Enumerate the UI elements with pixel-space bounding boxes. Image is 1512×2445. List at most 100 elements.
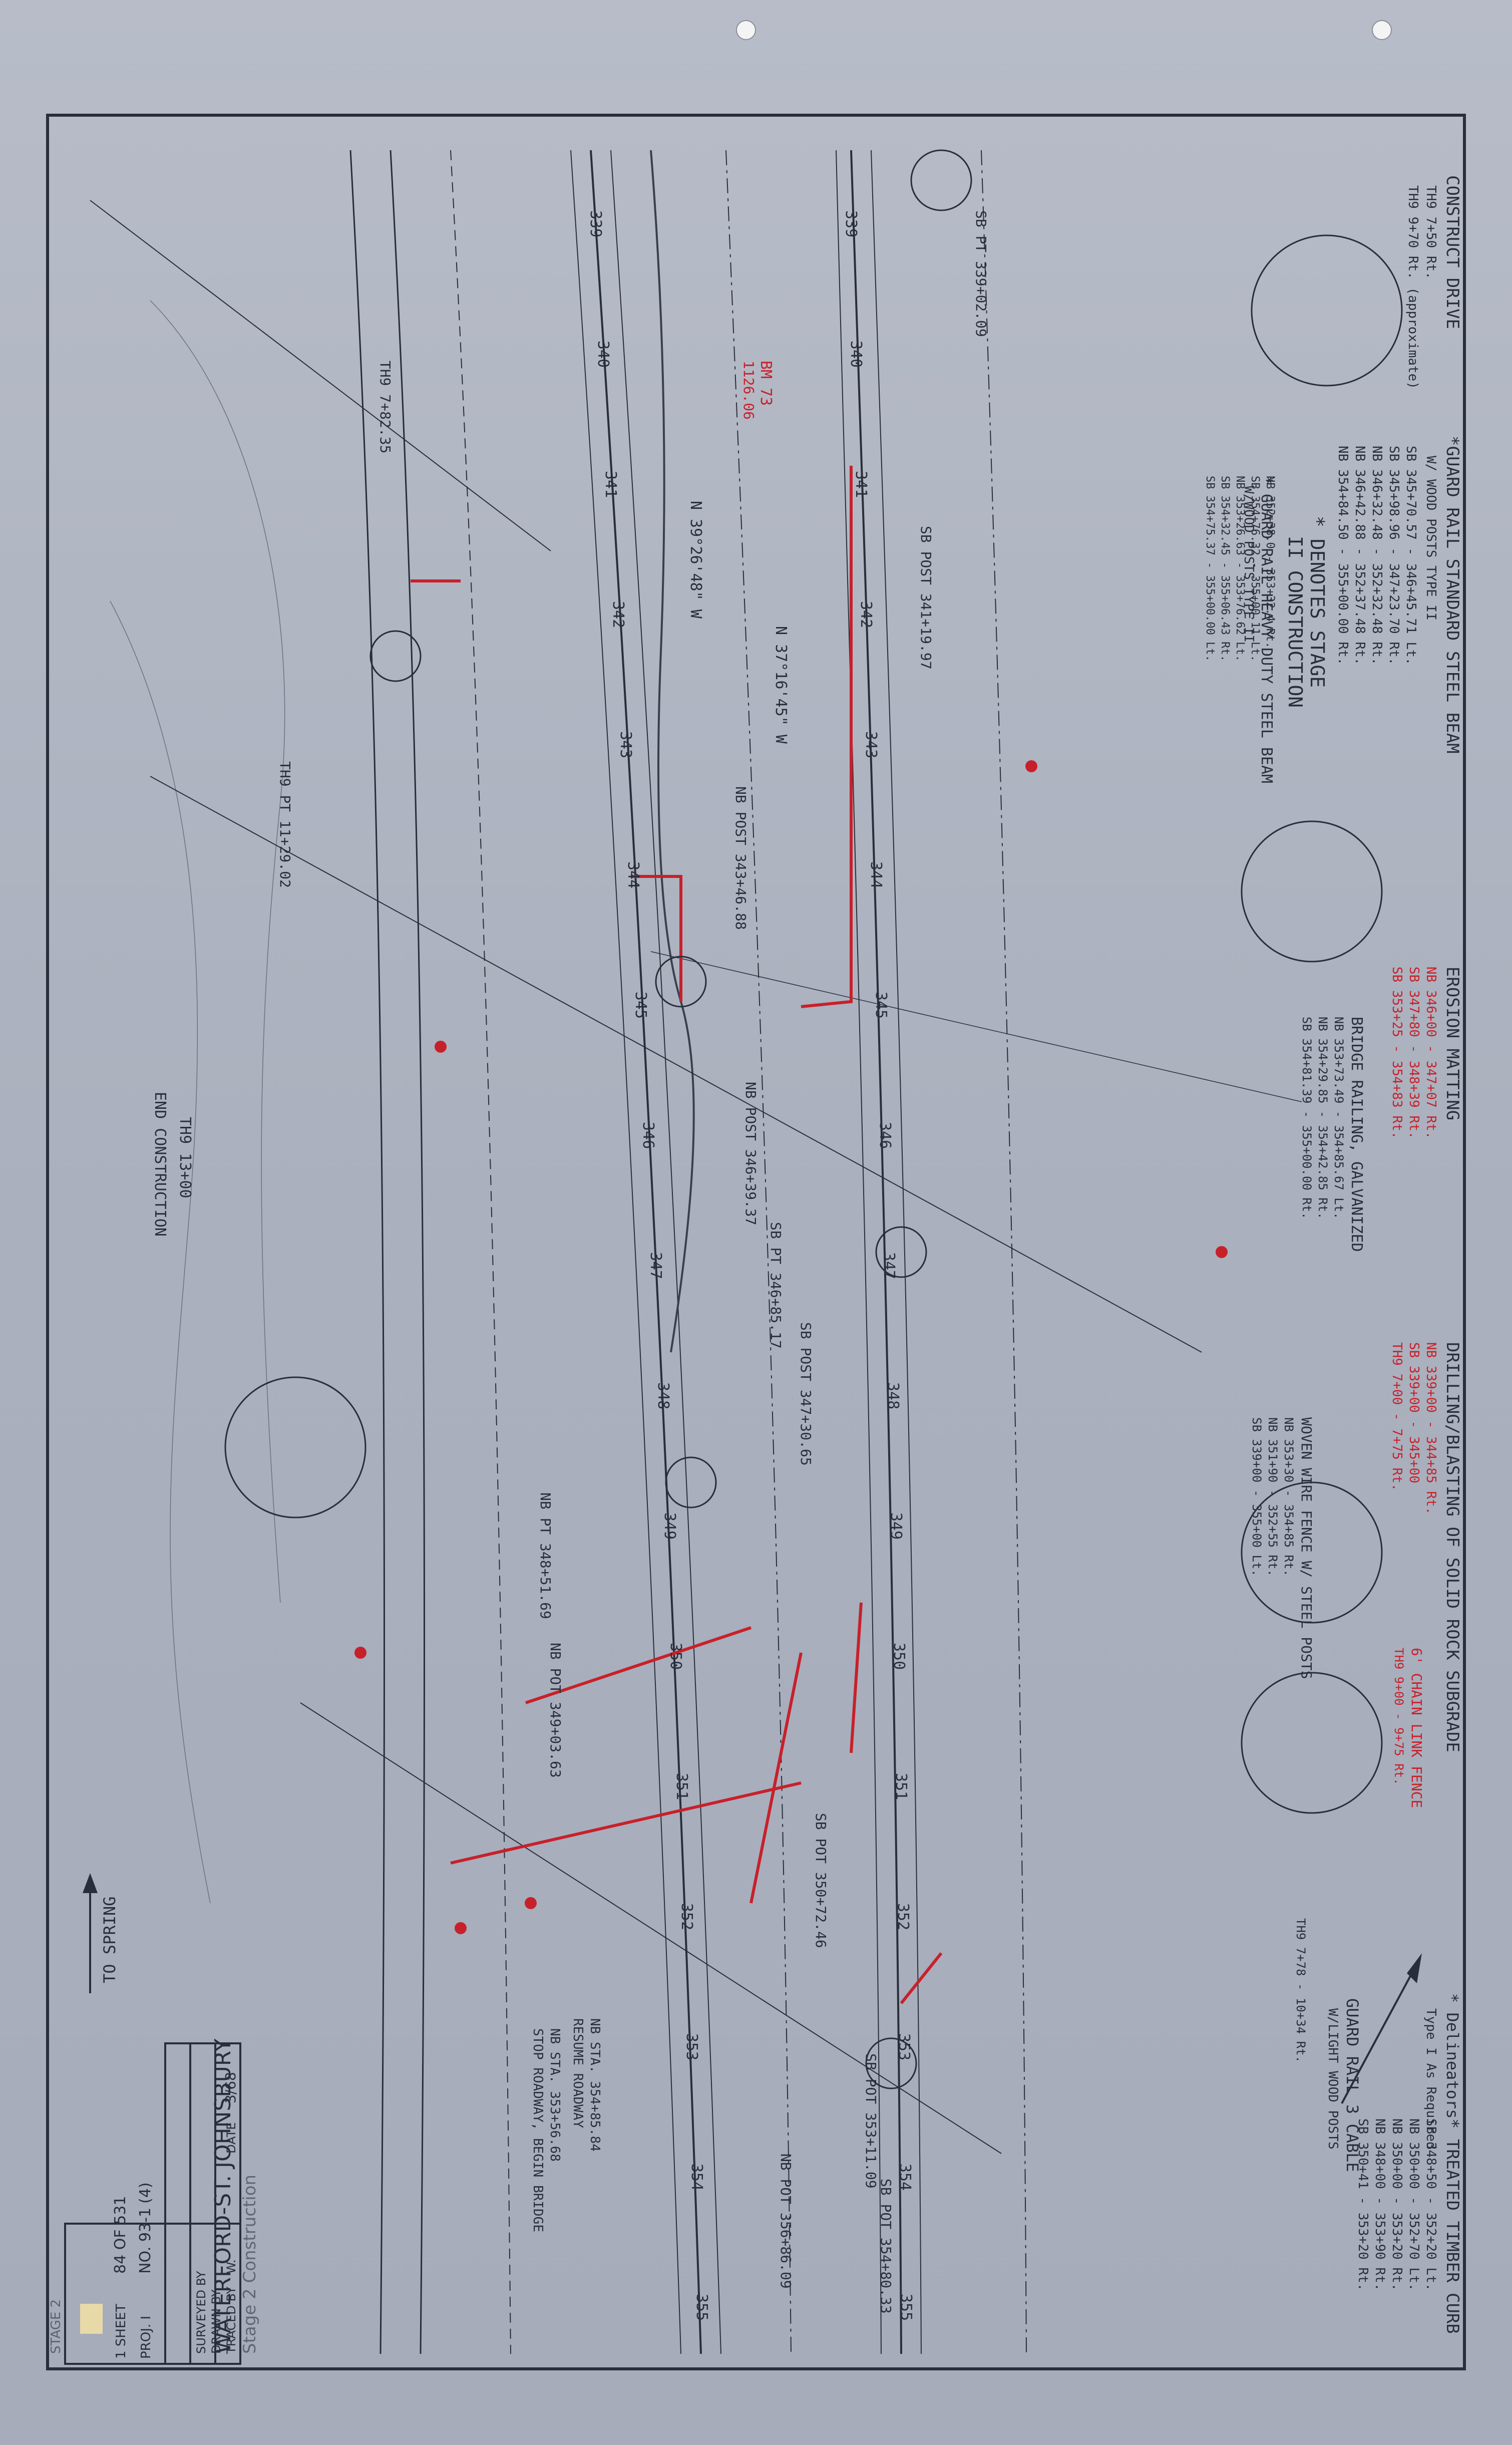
th9-label-4: END CONSTRUCTION (151, 1092, 169, 1237)
bearing-2: N 37°16'45" W (772, 626, 790, 744)
drilling-heading: DRILLING/BLASTING OF SOLID ROCK SUBGRADE (1442, 1342, 1462, 1752)
gr-heavy-line-3: NB 353+26.63 - 353+76.62 Lt. (1234, 476, 1246, 662)
pt-label-2: SB POST 341+19.97 (918, 526, 934, 670)
sb-sta-340: 340 (847, 341, 865, 368)
row-line-2 (725, 150, 792, 2354)
red-limit-4 (450, 1781, 802, 1865)
erosion-heading: EROSION MATTING (1442, 967, 1462, 1120)
drilling-line-3: TH9 7+00 - 7+75 Rt. (1389, 1342, 1404, 1491)
sb-sta-347: 347 (880, 1252, 898, 1279)
red-dot-6 (1025, 760, 1037, 772)
pt-label-11: NB POT 356+86.09 (778, 2154, 794, 2289)
woven-wire-heading: WOVEN WIRE FENCE W/ STEEL POSTS (1298, 1417, 1315, 1679)
gr-std-line-4: NB 346+42.88 - 352+37.48 Rt. (1352, 446, 1367, 665)
pt-label-12: SB POT 354+80.33 (878, 2179, 894, 2314)
gr-heavy-line-4: SB 354+32.45 - 355+06.43 Rt. (1219, 476, 1231, 662)
date-value: 3/68 (222, 2072, 239, 2103)
drilling-line-1: NB 339+00 - 344+85 Rt. (1423, 1342, 1438, 1514)
timber-curb-line-5: SB 350+41 - 353+20 Rt. (1355, 2118, 1370, 2291)
red-dot-5 (1216, 1246, 1228, 1258)
diagonal-3 (300, 1702, 1002, 2154)
stage-note-2: II CONSTRUCTION (1284, 536, 1306, 708)
diagonal-4 (650, 951, 1302, 1102)
bridge-railing-heading: BRIDGE RAILING, GALVANIZED (1348, 1017, 1365, 1252)
sb-sta-344: 344 (867, 861, 885, 888)
sb-sta-350: 350 (890, 1643, 908, 1670)
nb-sta-346: 346 (639, 1122, 657, 1149)
punch-hole-middle (1372, 20, 1392, 40)
sb-sta-351: 351 (892, 1773, 910, 1800)
pi-circle-3 (875, 1226, 927, 1278)
sb-sta-354: 354 (896, 2164, 914, 2191)
title-block (64, 2042, 241, 2365)
nb-sta-351: 351 (673, 1773, 690, 1800)
erosion-line-3: SB 353+25 - 354+83 Rt. (1389, 967, 1404, 1139)
traced-value: W. (224, 2259, 238, 2274)
nb-sta-342: 342 (609, 601, 627, 628)
nb-sta-350: 350 (667, 1643, 684, 1670)
bridge-railing-line-1: NB 353+73.49 - 354+85.67 Lt. (1332, 1017, 1346, 1219)
delineators-heading: * Delineators (1443, 1993, 1462, 2118)
sb-centerline (850, 150, 902, 2354)
nb-station-note-2: NB STA. 354+85.84 (587, 2018, 602, 2152)
woven-wire-line-2: NB 351+90 - 352+55 Rt. (1266, 1417, 1280, 1577)
pi-circle-2 (655, 956, 707, 1008)
sb-sta-349: 349 (887, 1512, 905, 1540)
stage-label: STAGE 2 (49, 2299, 64, 2354)
diagonal-1 (90, 200, 551, 551)
stop-roadway: STOP ROADWAY, BEGIN BRIDGE (530, 2028, 545, 2232)
gr-cable-line-1: TH9 7+78 - 10+34 Rt. (1294, 1918, 1308, 2063)
nb-sta-341: 341 (602, 471, 619, 498)
proj-box (64, 2223, 166, 2365)
pt-label-3: NB POST 343+46.88 (732, 786, 749, 930)
timber-curb-line-1: SB 348+50 - 352+20 Lt. (1423, 2118, 1438, 2291)
nb-sta-347: 347 (647, 1252, 664, 1279)
chain-link-heading: 6' CHAIN LINK FENCE (1408, 1648, 1425, 1808)
existing-road (450, 150, 511, 2354)
pt-label-6: SB POST 347+30.65 (798, 1322, 814, 1466)
nb-sta-354: 354 (688, 2164, 705, 2191)
bm-elev: 1126.06 (740, 361, 757, 420)
timber-curb-line-2: NB 350+00 - 352+70 Lt. (1406, 2118, 1421, 2291)
red-limit-2 (631, 875, 682, 1002)
proj-no-label: PROJ. I (139, 2316, 154, 2359)
pt-label-10: SB POT 353+11.09 (863, 2053, 879, 2189)
surveyed-by: SURVEYED BY (194, 2271, 208, 2354)
proj-suffix: (4) (137, 2183, 154, 2204)
th9-label-1: TH9 7+82.35 (377, 361, 394, 453)
gr-std-line-2: SB 345+98.96 - 347+23.70 Rt. (1386, 446, 1401, 665)
th9-road-2 (390, 150, 425, 2354)
nb-sta-345: 345 (632, 992, 649, 1019)
alignment-lines (90, 150, 1302, 2354)
pt-label-7: NB PT 348+51.69 (537, 1492, 554, 1619)
gr-heavy-heading: * GUARD RAIL HEAVY DUTY STEEL BEAM (1258, 476, 1275, 783)
construct-drive-line-2: TH9 9+70 Rt. (approximate) (1405, 185, 1420, 389)
gr-std-line-3: NB 346+32.48 - 352+32.48 Rt. (1369, 446, 1384, 665)
sb-stations: 339 340 341 342 343 344 345 346 347 348 … (842, 210, 915, 2321)
sb-sta-345: 345 (872, 992, 890, 1019)
nb-sta-348: 348 (654, 1382, 672, 1409)
curve-circles (224, 149, 1403, 2089)
punch-hole-top (736, 20, 756, 40)
date-label: DATE (224, 2122, 238, 2154)
erosion-line-2: SB 347+80 - 348+39 Rt. (1406, 967, 1421, 1139)
gr-std-line-5: NB 354+84.50 - 355+00.00 Rt. (1335, 446, 1350, 665)
sb-sta-353: 353 (895, 2033, 913, 2060)
pi-circle-6 (369, 630, 422, 682)
curve-circle-2 (1241, 820, 1383, 963)
red-limit-3 (749, 1652, 803, 1904)
nb-sta-343: 343 (617, 731, 634, 758)
to-spring-label: TO SPRING (100, 1897, 119, 1983)
nb-edge-left (570, 150, 681, 2354)
sb-sta-348: 348 (884, 1382, 902, 1409)
sb-edge-right (871, 150, 922, 2354)
pt-label-8: NB POT 349+03.63 (547, 1643, 564, 1778)
row-line-1 (981, 150, 1027, 2354)
pi-circle-1 (910, 149, 972, 211)
nb-centerline (590, 150, 702, 2354)
curve-circle-1 (1251, 234, 1403, 387)
timber-curb-heading: * TREATED TIMBER CURB (1442, 2118, 1462, 2334)
woven-wire-line-1: NB 353+30 - 354+85 Rt. (1282, 1417, 1296, 1577)
